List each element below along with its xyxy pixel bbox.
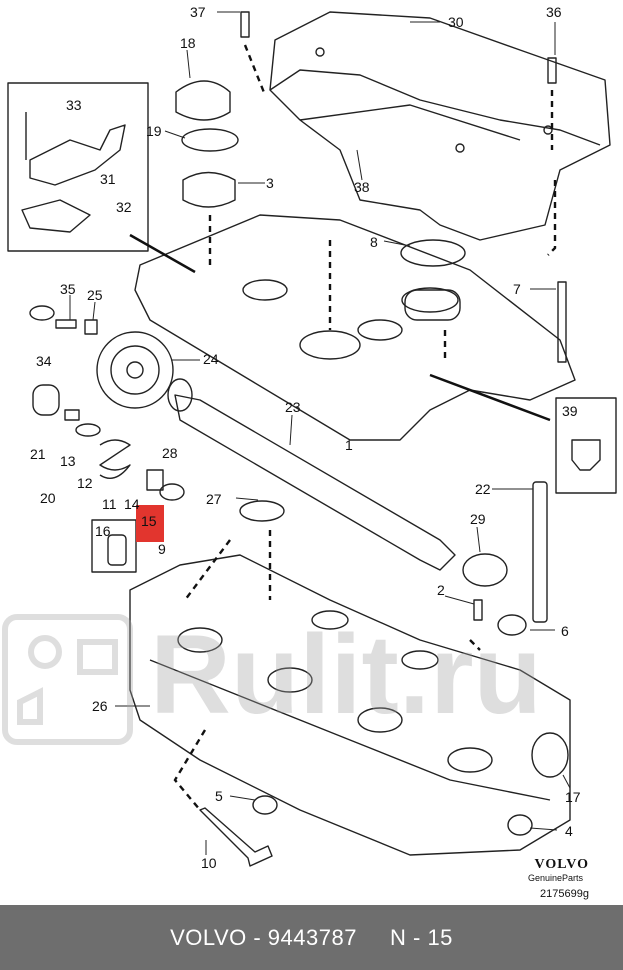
callout-32: 32 <box>116 199 132 215</box>
part-6-plug <box>497 614 527 636</box>
callout-13: 13 <box>60 453 76 469</box>
callout-19: 19 <box>146 123 162 139</box>
footer-part-number: VOLVO - 9443787 N - 15 <box>170 924 453 950</box>
part-5-seal <box>252 795 278 815</box>
callout-1: 1 <box>345 437 353 453</box>
diagram-reference: 2175699g <box>540 888 589 900</box>
part-35-bolt <box>55 319 77 329</box>
exploded-parts-diagram: Rulit.ru 37 30 36 18 33 19 3 31 38 32 8 … <box>2 4 617 900</box>
callout-25: 25 <box>87 287 103 303</box>
brand-subtitle: GenuineParts <box>527 873 583 883</box>
callout-27: 27 <box>206 491 222 507</box>
callout-6: 6 <box>561 623 569 639</box>
callout-38: 38 <box>354 179 370 195</box>
part-24-cam-gear <box>96 331 174 409</box>
part-28-seal <box>167 378 193 412</box>
part-32-drawing <box>21 199 91 233</box>
part-14-seal <box>146 469 164 491</box>
footer-bar: VOLVO - 9443787 N - 15 <box>0 905 623 970</box>
callout-11: 11 <box>102 496 117 512</box>
part-39-drawing <box>571 439 601 471</box>
callout-33: 33 <box>66 97 82 113</box>
callout-20: 20 <box>40 490 56 506</box>
callout-18: 18 <box>180 35 196 51</box>
part-25-bolt <box>84 319 98 335</box>
callout-28: 28 <box>162 445 178 461</box>
part-36-bolt <box>547 57 557 84</box>
part-23-camshaft <box>174 394 456 571</box>
part-17-plug <box>531 732 569 778</box>
callout-10: 10 <box>201 855 217 871</box>
part-19-seal <box>181 128 239 152</box>
callout-21: 21 <box>30 446 46 462</box>
callout-34: 34 <box>36 353 52 369</box>
part-26-cylinder-head <box>129 554 571 856</box>
part-29-seal <box>462 553 508 587</box>
callout-31: 31 <box>100 171 116 187</box>
watermark: Rulit.ru <box>150 612 542 737</box>
callout-26: 26 <box>92 698 108 714</box>
part-9-washer <box>159 483 185 501</box>
part-34-plug <box>29 305 55 321</box>
callout-23: 23 <box>285 399 301 415</box>
callout-16: 16 <box>95 523 111 539</box>
part-3-filler-neck <box>182 171 236 208</box>
part-30-engine-cover <box>269 11 611 241</box>
callout-7: 7 <box>513 281 521 297</box>
callout-35: 35 <box>60 281 76 297</box>
callout-8: 8 <box>370 234 378 250</box>
callout-15: 15 <box>141 513 157 529</box>
callout-14: 14 <box>124 496 140 512</box>
callout-37: 37 <box>190 4 206 20</box>
callout-24: 24 <box>203 351 219 367</box>
watermark-logo-icon <box>2 614 133 745</box>
part-4-plug <box>507 814 533 836</box>
callout-30: 30 <box>448 14 464 30</box>
part-1-valve-cover <box>134 214 576 441</box>
parts-drawing <box>7 11 617 867</box>
part-2-dowel <box>473 599 483 621</box>
part-37-bolt <box>240 11 250 38</box>
callout-17: 17 <box>565 789 581 805</box>
inset-box-39 <box>555 397 617 494</box>
part-12-retainer <box>75 423 101 437</box>
callout-36: 36 <box>546 4 562 20</box>
callout-22: 22 <box>475 481 491 497</box>
inset-box-16 <box>91 519 137 573</box>
callout-9: 9 <box>158 541 166 557</box>
callout-29: 29 <box>470 511 486 527</box>
inset-box-31-33 <box>7 82 149 252</box>
part-8-plug <box>400 239 466 267</box>
part-22-bolt <box>532 481 548 623</box>
part-11-spring <box>99 439 131 479</box>
callout-39: 39 <box>562 403 578 419</box>
part-7-bolt <box>557 281 567 363</box>
callout-3: 3 <box>266 175 274 191</box>
part-31-drawing <box>29 124 126 186</box>
part-16-drawing <box>107 534 127 566</box>
part-18-oil-cap <box>175 80 231 121</box>
part-10-valve <box>199 807 273 867</box>
callout-5: 5 <box>215 788 223 804</box>
callout-4: 4 <box>565 823 573 839</box>
callout-12: 12 <box>77 475 93 491</box>
volvo-logo: VOLVO <box>534 857 589 872</box>
part-21-tappet <box>32 384 60 416</box>
part-13-keeper <box>64 409 80 421</box>
highlighted-part-box <box>136 505 164 542</box>
callout-2: 2 <box>437 582 445 598</box>
part-27-gasket <box>239 500 285 522</box>
